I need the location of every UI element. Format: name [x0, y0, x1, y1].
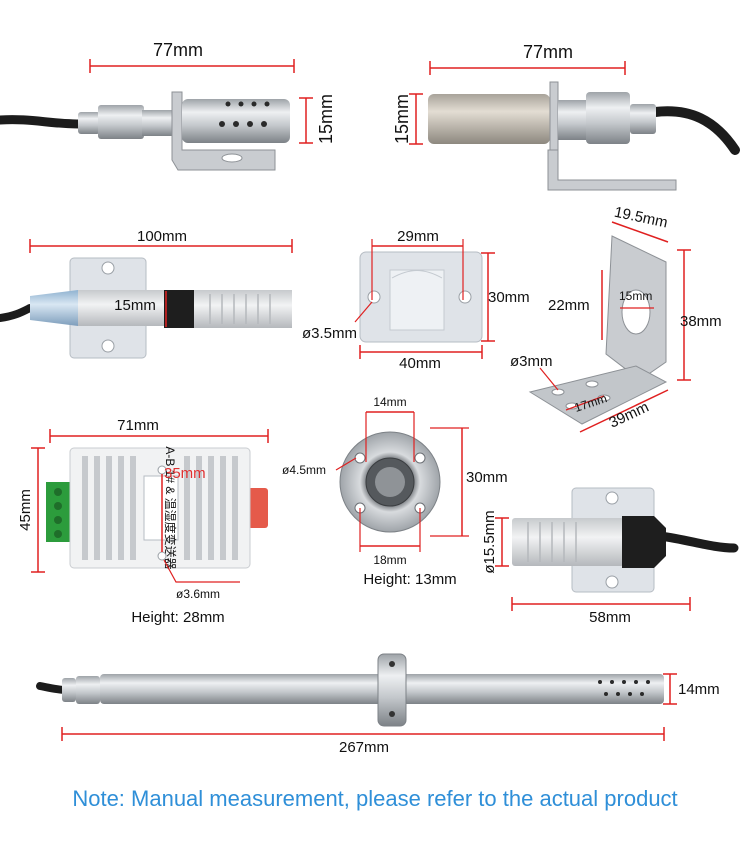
dim-hole-diameter: ø3.5mm	[302, 325, 357, 342]
dim-length: 58mm	[589, 609, 631, 626]
dim-hole-diameter: ø4.5mm	[282, 463, 326, 477]
probe-sintered: 77mm 15mm	[392, 42, 740, 191]
mount-plate: 29mm 30mm 40mm ø3.5mm	[302, 228, 530, 372]
dim-top-width: 19.5mm	[613, 204, 670, 232]
box-label: A-B 1# & 温湿度变送器	[163, 446, 178, 569]
probe-stainless-short: 77mm 15mm	[0, 40, 336, 171]
measurement-note: Note: Manual measurement, please refer t…	[72, 786, 678, 811]
probe-plastic-mount: 100mm 15mm	[0, 228, 293, 359]
dim-hole-spacing: 18mm	[373, 553, 406, 567]
dim-hole-small: ø3mm	[510, 353, 553, 370]
probe-gland: ø15.5mm 58mm	[481, 487, 739, 626]
dim-diameter: 15mm	[392, 94, 412, 144]
dim-length: 77mm	[523, 42, 573, 62]
flange-depth: Height: 13mm	[363, 571, 456, 588]
transmitter-box: A-B 1# & 温湿度变送器 71mm 35mm 45mm ø3.6mm He…	[17, 417, 269, 626]
dim-width: 71mm	[117, 417, 159, 434]
dim-diameter: 14mm	[678, 681, 720, 698]
dim-hole-spacing: 29mm	[397, 228, 439, 245]
probe-long: 14mm 267mm	[36, 653, 720, 756]
dim-length: 100mm	[137, 228, 187, 245]
flange: 14mm ø4.5mm 30mm 18mm Height: 13mm	[282, 395, 508, 588]
dim-hole-diameter: ø3.6mm	[176, 587, 220, 601]
dim-length: 267mm	[339, 739, 389, 756]
dim-outer-diameter: 30mm	[466, 469, 508, 486]
dim-inner-diameter: 14mm	[373, 395, 406, 409]
dim-height: 45mm	[17, 489, 34, 531]
dim-diameter: 15mm	[316, 94, 336, 144]
dim-width: 40mm	[399, 355, 441, 372]
dim-diameter: ø15.5mm	[481, 510, 498, 573]
box-depth: Height: 28mm	[131, 609, 224, 626]
dim-height: 38mm	[680, 313, 722, 330]
dim-inner-height: 22mm	[548, 297, 590, 314]
dim-hole-spacing: 35mm	[164, 465, 206, 482]
dim-height: 30mm	[488, 289, 530, 306]
l-bracket: 19.5mm 22mm 15mm 38mm ø3mm 17mm 39mm	[510, 204, 722, 433]
dim-diameter: 15mm	[114, 297, 156, 314]
dim-hole: 15mm	[619, 289, 652, 303]
dim-length: 77mm	[153, 40, 203, 60]
